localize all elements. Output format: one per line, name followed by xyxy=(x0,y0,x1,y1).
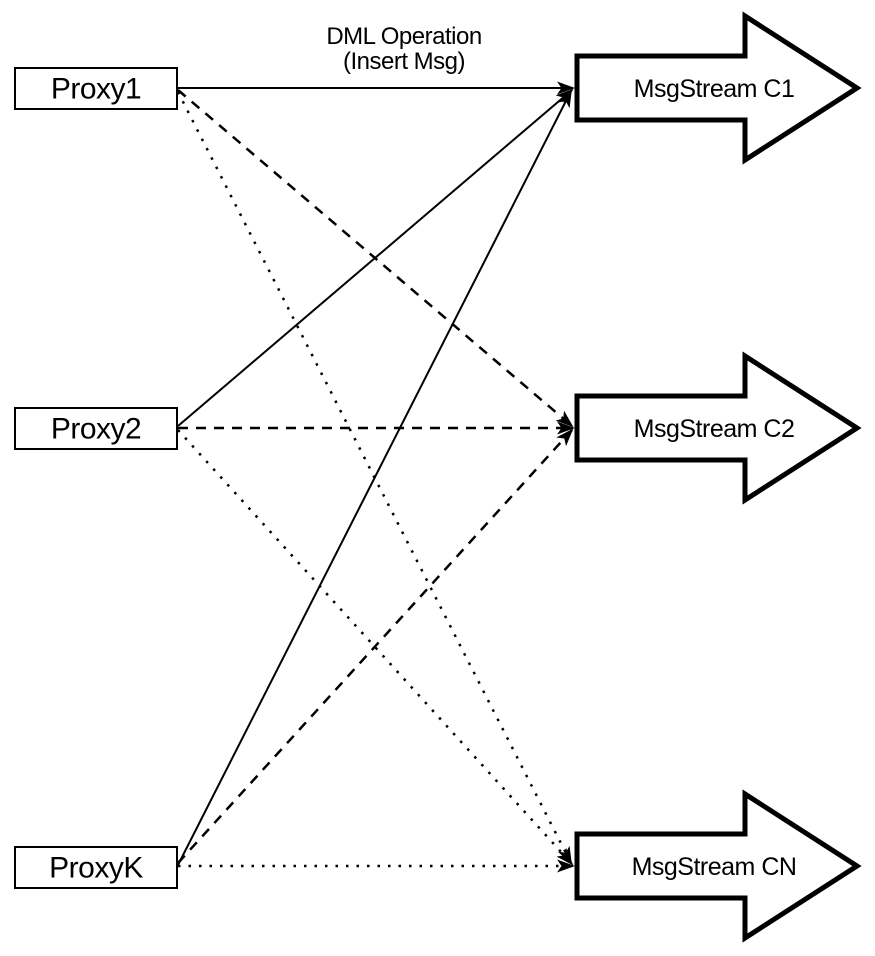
stream-c2-label: MsgStream C2 xyxy=(634,415,795,443)
stream-arrow-cn: MsgStream CN xyxy=(574,789,862,943)
edge-proxy2-msgstream-c1 xyxy=(177,88,574,427)
edge-proxyk-msgstream-c1 xyxy=(177,89,572,866)
proxy-box-proxy2: Proxy2 xyxy=(14,407,178,450)
edge-proxyk-msgstream-c2 xyxy=(177,428,574,864)
proxy2-label: Proxy2 xyxy=(51,413,141,446)
proxyk-label: ProxyK xyxy=(49,852,143,885)
proxy1-label: Proxy1 xyxy=(51,73,141,106)
stream-c2-arrow-shape xyxy=(574,351,862,505)
edge-label-line1: DML Operation xyxy=(326,23,481,50)
proxyk-rect xyxy=(14,846,178,889)
stream-cn-arrow-shape xyxy=(574,789,862,943)
stream-arrow-c2: MsgStream C2 xyxy=(574,351,862,505)
stream-cn-label: MsgStream CN xyxy=(632,853,797,881)
stream-arrow-c1: MsgStream C1 xyxy=(574,11,862,165)
proxy-box-proxy1: Proxy1 xyxy=(14,67,178,110)
edge-label: DML Operation (Insert Msg) xyxy=(326,23,482,75)
edges xyxy=(176,81,575,873)
stream-c1-arrow-shape xyxy=(574,11,862,165)
stream-c1-label: MsgStream C1 xyxy=(634,75,795,103)
proxy1-rect xyxy=(14,67,178,110)
proxy-box-proxyk: ProxyK xyxy=(14,846,178,889)
edge-label-line2: (Insert Msg) xyxy=(343,48,465,75)
proxy2-rect xyxy=(14,407,178,450)
